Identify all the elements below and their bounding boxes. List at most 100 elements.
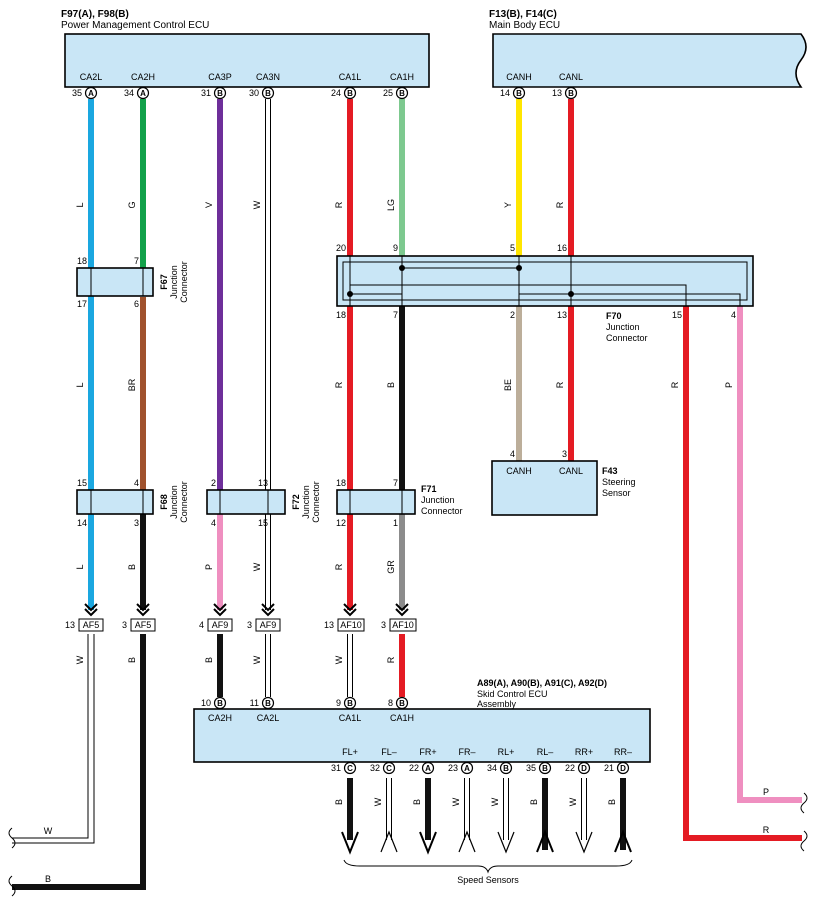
speed-sensor-color-labels: B W B W W B W B: [334, 797, 617, 806]
svg-text:3: 3: [381, 620, 386, 630]
svg-text:7: 7: [393, 478, 398, 488]
main-body-ecu-name: Main Body ECU: [489, 20, 560, 31]
svg-text:W: W: [334, 655, 344, 664]
svg-text:W: W: [252, 200, 262, 209]
arrow-up-icon: [380, 830, 398, 853]
connector-circle: [538, 761, 552, 775]
svg-text:32: 32: [370, 763, 380, 773]
svg-text:CANL: CANL: [559, 466, 583, 476]
connector-circle: [616, 761, 630, 775]
svg-text:Junction: Junction: [169, 265, 179, 299]
svg-text:B: B: [542, 764, 548, 773]
svg-text:R: R: [386, 656, 396, 663]
arrow-down-icon: [575, 831, 593, 854]
power-management-ecu-box: [64, 33, 430, 88]
connector-circle: [261, 86, 275, 100]
svg-text:P: P: [204, 564, 214, 570]
svg-text:4: 4: [211, 518, 216, 528]
svg-text:RR–: RR–: [614, 747, 632, 757]
svg-text:Junction: Junction: [606, 322, 640, 332]
steering-sensor-f43: 4 3 CANH CANL F43 Steering Sensor: [491, 449, 636, 516]
svg-text:W: W: [75, 655, 85, 664]
skid-ecu-name: Skid Control ECU: [477, 689, 548, 699]
power-ecu-name: Power Management Control ECU: [61, 20, 209, 31]
connector-circle: [499, 761, 513, 775]
svg-text:D: D: [620, 764, 626, 773]
pin-label-ca1h: CA1H: [390, 72, 414, 82]
arrow-up-icon: [614, 829, 632, 853]
svg-text:31: 31: [201, 88, 211, 98]
svg-text:16: 16: [557, 243, 567, 253]
f43-code: F43: [602, 466, 618, 476]
svg-text:RL–: RL–: [537, 747, 554, 757]
svg-text:LG: LG: [386, 199, 396, 211]
svg-text:Connector: Connector: [606, 333, 648, 343]
svg-text:G: G: [127, 201, 137, 208]
svg-text:15: 15: [672, 310, 682, 320]
arrow-down-icon: [341, 831, 359, 855]
svg-text:FL+: FL+: [342, 747, 358, 757]
svg-text:R: R: [334, 201, 344, 208]
svg-text:25: 25: [383, 88, 393, 98]
af9-label: AF9: [212, 620, 229, 630]
af5-label: AF5: [135, 620, 152, 630]
svg-text:FL–: FL–: [381, 747, 397, 757]
connector-circle: [395, 696, 409, 710]
junction-f72: 2 13 4 15 F72 Junction Connector: [206, 478, 321, 528]
svg-text:W: W: [252, 562, 262, 571]
svg-text:5: 5: [510, 243, 515, 253]
svg-text:4: 4: [134, 478, 139, 488]
svg-text:W: W: [252, 655, 262, 664]
pin-label-ca2l: CA2L: [80, 72, 103, 82]
svg-text:13: 13: [324, 620, 334, 630]
svg-text:W: W: [490, 797, 500, 806]
svg-text:21: 21: [604, 763, 614, 773]
wire-f70-15-r: [683, 306, 802, 841]
wire-ca2h-b-out: [12, 634, 146, 890]
junction-f71: 18 7 12 1 F71 Junction Connector: [336, 478, 463, 528]
svg-text:Connector: Connector: [311, 481, 321, 523]
svg-text:CANH: CANH: [506, 466, 532, 476]
main-body-ecu-box: [492, 33, 807, 88]
connector-circle: [343, 761, 357, 775]
svg-text:L: L: [75, 202, 85, 207]
svg-text:9: 9: [393, 243, 398, 253]
connector-circle: [460, 761, 474, 775]
svg-text:CA2L: CA2L: [257, 713, 280, 723]
svg-text:B: B: [127, 657, 137, 663]
svg-text:B: B: [503, 764, 509, 773]
svg-text:R: R: [334, 381, 344, 388]
svg-text:9: 9: [336, 698, 341, 708]
wire-ca2l-w-out: [12, 634, 89, 839]
speed-sensors-label: Speed Sensors: [457, 875, 519, 885]
svg-text:Y: Y: [503, 202, 513, 208]
svg-text:B: B: [204, 657, 214, 663]
svg-text:B: B: [529, 799, 539, 805]
right-exit-p-label: P: [763, 787, 769, 797]
af10-label: AF10: [340, 620, 362, 630]
svg-text:3: 3: [247, 620, 252, 630]
svg-text:B: B: [347, 89, 353, 98]
svg-text:CA1L: CA1L: [339, 713, 362, 723]
break-marks: [8, 792, 808, 897]
svg-text:B: B: [399, 699, 405, 708]
svg-text:35: 35: [72, 88, 82, 98]
connector-circle: [512, 86, 526, 100]
svg-text:4: 4: [510, 449, 515, 459]
connector-circle: [564, 86, 578, 100]
svg-text:18: 18: [336, 478, 346, 488]
svg-text:15: 15: [77, 478, 87, 488]
svg-text:13: 13: [65, 620, 75, 630]
svg-text:24: 24: [331, 88, 341, 98]
svg-text:CA2H: CA2H: [208, 713, 232, 723]
svg-text:15: 15: [258, 518, 268, 528]
svg-text:Junction: Junction: [169, 485, 179, 519]
junction-f67: 18 7 17 6 F67 Junction Connector: [76, 256, 189, 309]
svg-text:3: 3: [122, 620, 127, 630]
svg-text:4: 4: [731, 310, 736, 320]
svg-text:Junction: Junction: [301, 485, 311, 519]
power-ecu-code: F97(A), F98(B): [61, 9, 129, 20]
arrow-down-icon: [419, 831, 437, 855]
svg-text:A: A: [140, 89, 146, 98]
